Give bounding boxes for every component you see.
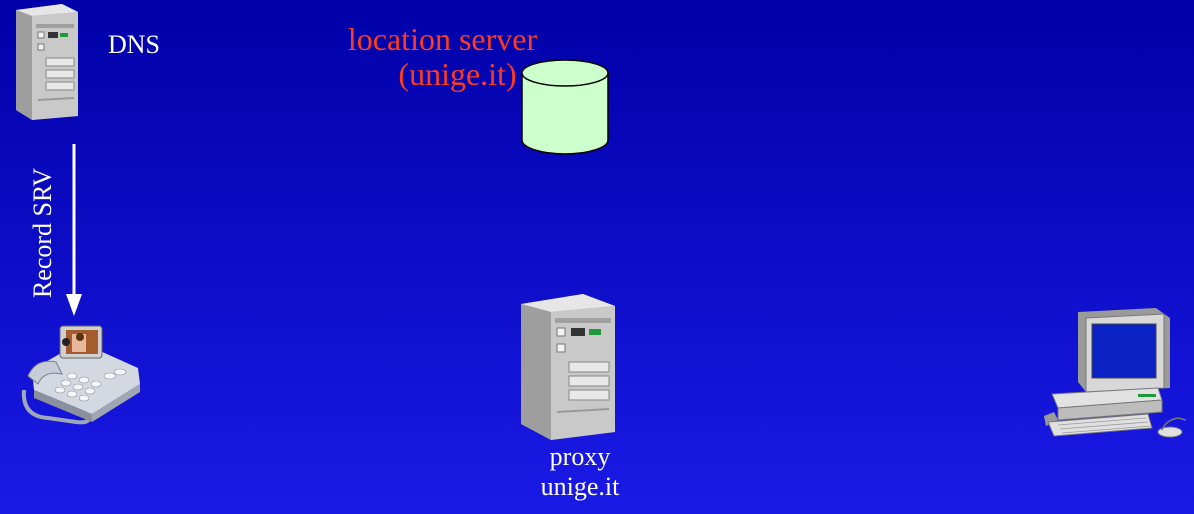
proxy-title: proxy xyxy=(549,442,611,471)
location-server-database-icon xyxy=(520,58,610,156)
location-server-label: location server (unige.it) xyxy=(300,21,585,93)
desktop-computer-icon xyxy=(1038,304,1188,442)
proxy-label: proxy unige.it xyxy=(500,442,660,502)
location-server-domain: (unige.it) xyxy=(398,56,517,93)
dns-server-icon xyxy=(8,2,82,120)
proxy-server-icon xyxy=(517,292,617,440)
dns-label: DNS xyxy=(108,30,161,59)
sip-phone-icon xyxy=(20,318,142,428)
location-server-title: location server xyxy=(347,21,538,57)
record-srv-label: Record SRV xyxy=(28,167,58,299)
proxy-domain: unige.it xyxy=(540,471,620,501)
dns-to-phone-arrow xyxy=(64,144,84,319)
